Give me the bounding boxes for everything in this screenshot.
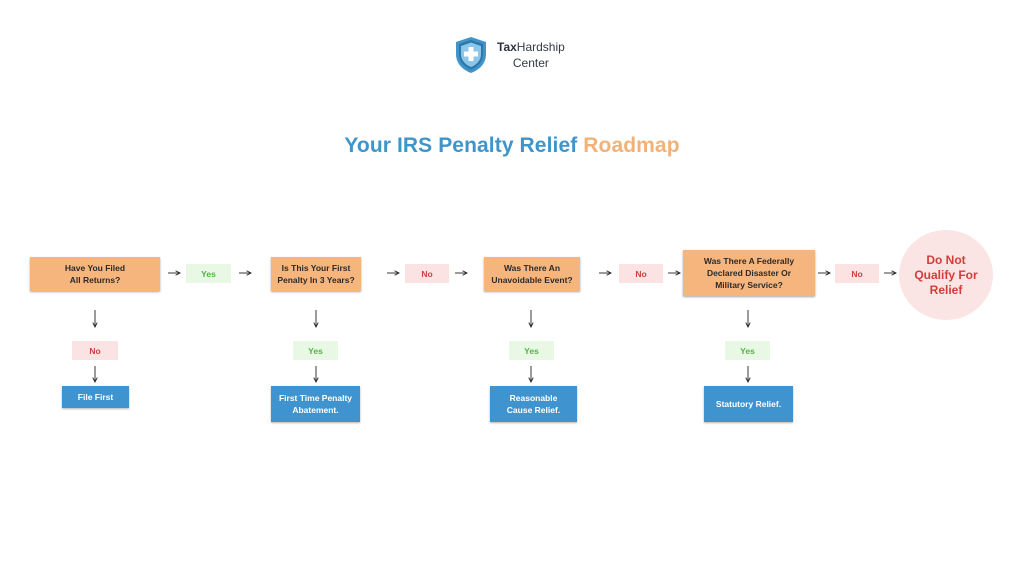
brand-name: TaxHardship Center (497, 39, 565, 71)
question-box-3: Was There An Unavoidable Event? (484, 257, 580, 291)
vertical-label-no-1: No (72, 341, 118, 360)
brand-logo: TaxHardship Center (454, 35, 565, 75)
result-3-line-2: Cause Relief. (506, 405, 561, 415)
horizontal-label-no-3: No (619, 264, 663, 283)
horizontal-label-no-4: No (835, 264, 879, 283)
question-4-line-1: Was There A Federally (703, 256, 795, 266)
title-part-2: Roadmap (583, 134, 680, 157)
vertical-label-yes-4: Yes (725, 341, 770, 360)
title-part-1: Your IRS Penalty Relief (344, 134, 584, 157)
question-4-line-3: Military Service? (715, 280, 783, 290)
brand-name-bold: Tax (497, 40, 517, 54)
question-2-line-1: Is This Your First (281, 263, 351, 273)
question-1-line-1: Have You Filed (64, 263, 126, 273)
result-4-line-1: Statutory Relief. (715, 399, 782, 409)
brand-name-rest: Hardship (516, 40, 565, 54)
result-1-line-1: File First (77, 392, 114, 402)
vertical-label-yes-3: Yes (509, 341, 554, 360)
result-2-line-1: First Time Penalty (278, 393, 353, 403)
question-1-line-2: All Returns? (69, 275, 121, 285)
brand-name-line2: Center (512, 56, 549, 70)
question-2-line-2: Penalty In 3 Years? (277, 275, 355, 285)
horizontal-label-yes-1: Yes (186, 264, 231, 283)
question-4-line-2: Declared Disaster Or (706, 268, 792, 278)
result-box-4: Statutory Relief. (704, 386, 793, 422)
question-3-line-2: Unavoidable Event? (491, 275, 573, 285)
result-3-line-1: Reasonable (509, 393, 558, 403)
result-box-1: File First (62, 386, 129, 408)
end-node-line-2: Qualify For (914, 267, 978, 282)
end-node-line-3: Relief (929, 282, 963, 297)
result-2-line-2: Abatement. (292, 405, 339, 415)
horizontal-label-no-2: No (405, 264, 449, 283)
page-title: Your IRS Penalty Relief Roadmap (0, 134, 1024, 158)
end-node-line-1: Do Not (926, 252, 966, 267)
question-3-line-1: Was There An (503, 263, 561, 273)
vertical-label-yes-2: Yes (293, 341, 338, 360)
shield-plus-icon (456, 37, 486, 73)
